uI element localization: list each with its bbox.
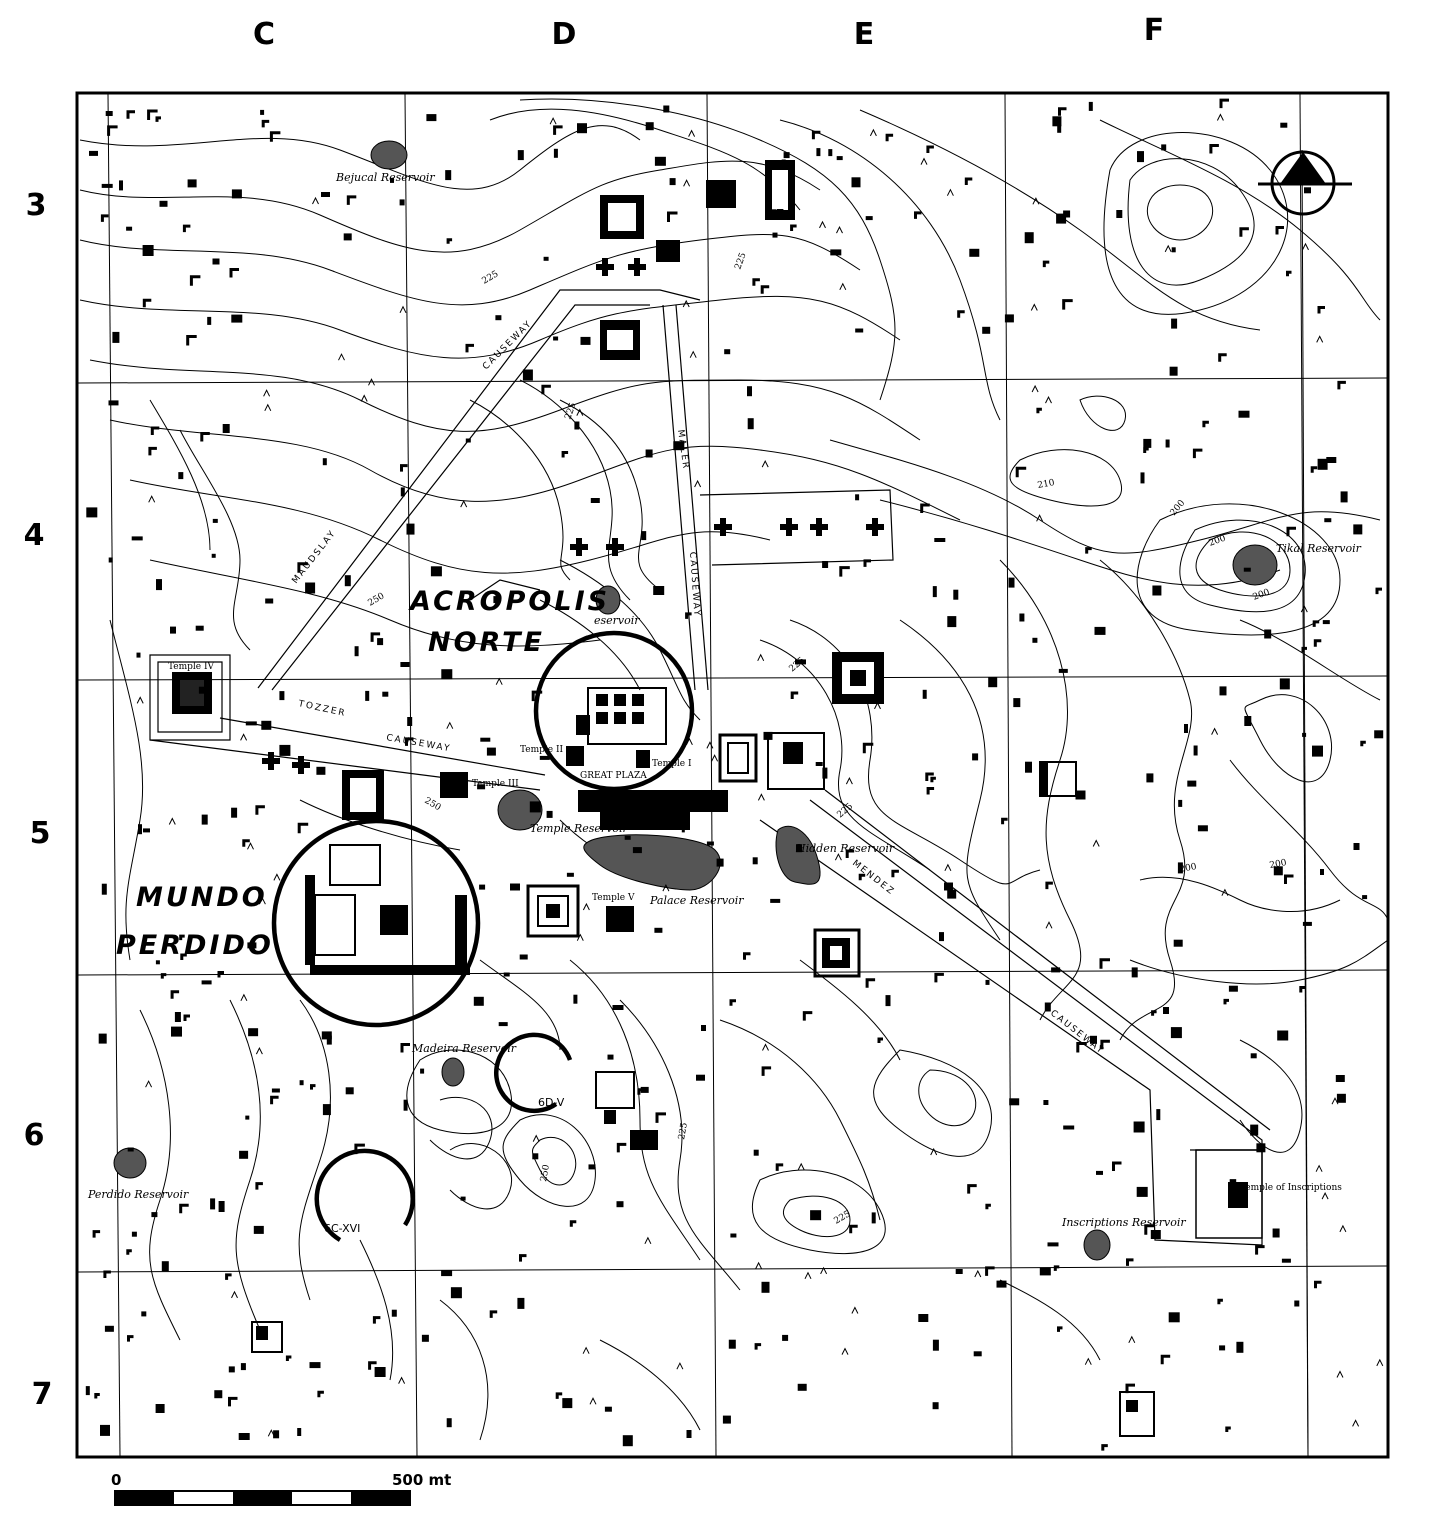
tikal-reservoir-label: Tikal Reservoir <box>1276 542 1362 555</box>
north-arrow-icon <box>1258 149 1352 1456</box>
temple-i-label: Temple I <box>652 759 692 769</box>
inscriptions-reservoir-shape <box>1083 1229 1111 1261</box>
acropolis-reservoir-shape <box>595 585 621 615</box>
reservoirs <box>113 140 1278 1261</box>
grid-column-label-d: D <box>552 17 577 52</box>
north-reservoir-label: eservoir <box>594 614 640 627</box>
acropolis-norte-label-line2: NORTE <box>428 627 545 658</box>
group-6d-v-ring <box>494 1032 573 1114</box>
grid-column-label-c: C <box>253 17 275 52</box>
scale-bar: 0 500 mt <box>111 1471 451 1506</box>
contour-lines <box>79 98 1387 1441</box>
map-frame <box>75 91 1390 1459</box>
plaza-cross-markers <box>262 258 884 774</box>
grid-column-label-f: F <box>1144 13 1165 48</box>
temple-ii-label: Temple II <box>520 745 564 755</box>
grid-row-label-5: 5 <box>30 816 51 851</box>
grid-row-label-7: 7 <box>32 1377 53 1412</box>
grid-column-label-e: E <box>854 17 875 52</box>
perdido-reservoir-label: Perdido Reservoir <box>87 1188 189 1201</box>
madeira-reservoir-label: Madeira Reservoir <box>411 1042 517 1055</box>
acropolis-norte-ring <box>533 630 695 792</box>
temple-v-label: Temple V <box>592 893 635 903</box>
inscriptions-reservoir-label: Inscriptions Reservoir <box>1061 1216 1186 1229</box>
group-6c-xvi-ring <box>314 1148 415 1242</box>
contour-label-200-e: 200 <box>1269 858 1288 871</box>
temple-of-inscriptions-label: Temple of Inscriptions <box>1240 1183 1342 1193</box>
grid-row-label-6: 6 <box>24 1118 45 1153</box>
hidden-reservoir-label: Hidden Reservoir <box>795 842 895 855</box>
contour-label-250-south: 250 <box>539 1164 552 1183</box>
acropolis-norte-label-line1: ACROPOLIS <box>408 586 610 617</box>
palace-reservoir-shape <box>583 834 721 891</box>
group-6c-xvi-label: 6C-XVI <box>324 1222 360 1235</box>
grid-row-label-3: 3 <box>26 188 47 223</box>
temple-reservoir-label: Temple Reservoir <box>530 822 629 835</box>
scale-start-label: 0 <box>111 1471 121 1489</box>
contour-label-225-south: 225 <box>677 1122 690 1141</box>
contour-label-210: 210 <box>1037 478 1056 491</box>
great-plaza-label: GREAT PLAZA <box>580 771 647 781</box>
mundo-perdido-label-line1: MUNDO <box>136 882 268 913</box>
major-structures <box>172 160 1263 1437</box>
mundo-perdido-label-line2: PERDIDO <box>116 930 274 961</box>
temple-iii-label: Temple III <box>472 779 519 789</box>
mundo-perdido-ring <box>271 818 481 1028</box>
palace-reservoir-label: Palace Reservoir <box>649 894 744 907</box>
bejucal-reservoir-shape <box>370 140 408 170</box>
tikal-reservoir-shape <box>1232 544 1278 586</box>
map-contents: ACROPOLIS NORTE MUNDO PERDIDO Bejucal Re… <box>78 94 1387 1456</box>
perdido-reservoir-shape <box>113 1147 147 1179</box>
hidden-reservoir-shape <box>775 825 821 885</box>
scale-end-label: 500 mt <box>392 1471 451 1489</box>
group-6d-v-label: 6D-V <box>538 1096 565 1109</box>
contour-label-200-d: 200 <box>1179 862 1198 875</box>
temple-iv-label: Temple IV <box>168 662 215 672</box>
grid-row-label-4: 4 <box>24 518 45 553</box>
maler-causeway-label-2: CAUSEWAY <box>687 552 702 618</box>
small-mounds <box>85 98 1384 1451</box>
temple-reservoir-shape <box>497 789 543 831</box>
bejucal-reservoir-label: Bejucal Reservoir <box>335 171 435 184</box>
madeira-reservoir-shape <box>441 1057 465 1087</box>
highlight-rings <box>271 630 695 1242</box>
